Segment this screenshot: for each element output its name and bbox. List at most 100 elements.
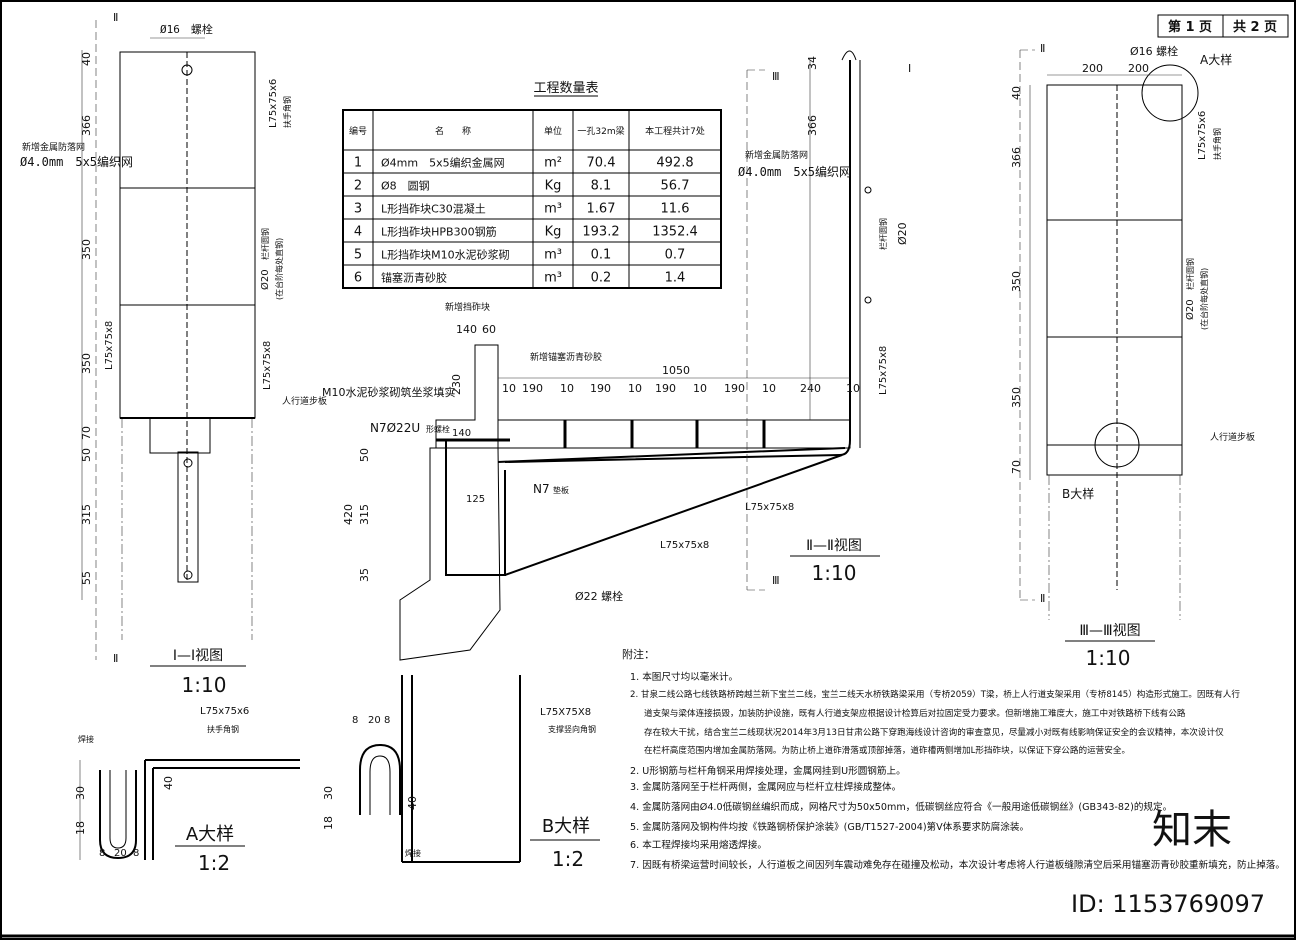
span-dim: 10 bbox=[560, 382, 574, 395]
angle-c-label: L75x75x8 bbox=[660, 540, 709, 551]
angle3-note: 扶手角钢 bbox=[1212, 128, 1222, 160]
rod3-label: 栏杆圆钢 bbox=[1185, 258, 1195, 290]
note-line: 在栏杆高度范围内增加金属防落网。为防止桥上道砟滑落或顶部掉落，道砟槽两侧增加L形… bbox=[644, 744, 1130, 756]
bolt3-label: Ø16 螺栓 bbox=[1130, 44, 1178, 58]
brace-angles bbox=[497, 447, 846, 576]
svg-text:366: 366 bbox=[80, 115, 93, 136]
detail-b: L75X75X8 支撑竖向角钢 焊接 8 20 8 30 18 40 B大样 1… bbox=[322, 675, 600, 871]
detail-b-angle-note: 支撑竖向角钢 bbox=[548, 724, 596, 734]
detail-b-title: B大样 bbox=[542, 816, 590, 837]
rod2-diameter: Ø20 bbox=[896, 222, 909, 245]
table-cell: 0.1 bbox=[591, 248, 612, 263]
mesh-spec: Ø4.0mm 5x5编织网 bbox=[20, 154, 133, 169]
note-line: 2. 甘泉二线公路七线铁路桥跨越兰新下宝兰二线，宝兰二线天水桥铁路梁采用（专桥2… bbox=[630, 688, 1240, 700]
detail-b-angle bbox=[401, 675, 521, 863]
svg-text:315: 315 bbox=[80, 504, 93, 525]
table-cell: L形挡砟块HPB300钢筋 bbox=[381, 225, 497, 239]
bridge-slab bbox=[497, 419, 851, 449]
view1-scale: 1:10 bbox=[182, 673, 227, 697]
table-cell: 4 bbox=[354, 225, 362, 240]
angle1-label: L75x75x6 bbox=[268, 79, 279, 128]
span-dim: 190 bbox=[522, 382, 543, 395]
top-dim-1: 200 bbox=[1082, 62, 1103, 75]
block-label: 新增挡砟块 bbox=[445, 301, 490, 313]
span-total: 1050 bbox=[662, 364, 690, 377]
angle1-note: 扶手角钢 bbox=[282, 96, 292, 128]
detail-a-angle-label: L75x75x6 bbox=[200, 706, 249, 717]
detail-b-u-rod bbox=[359, 743, 401, 815]
table-cell: 2 bbox=[354, 179, 362, 194]
rod-label: 栏杆圆钢 bbox=[260, 228, 270, 260]
rod3-diameter: Ø20 bbox=[1184, 299, 1196, 320]
table-cell: 492.8 bbox=[656, 156, 693, 171]
svg-text:18: 18 bbox=[322, 816, 335, 830]
mesh2-spec: Ø4.0mm 5x5编织网 bbox=[738, 164, 851, 179]
detail-a-angle-note: 扶手角钢 bbox=[207, 724, 239, 734]
svg-text:420: 420 bbox=[342, 504, 355, 525]
detail-a-circle bbox=[1141, 64, 1199, 122]
table-cell: m³ bbox=[544, 248, 562, 263]
svg-text:40: 40 bbox=[1010, 86, 1023, 100]
note-line: 存在较大干扰，结合宝兰二线现状况2014年3月13日甘肃公路下穿跑海线设计咨询的… bbox=[644, 726, 1224, 738]
table-cell: 0.7 bbox=[665, 248, 686, 263]
table-cell: 1352.4 bbox=[652, 225, 698, 240]
table-cell: 8.1 bbox=[591, 179, 612, 194]
cut-mark-2-top: Ⅱ bbox=[1040, 42, 1045, 55]
svg-text:230: 230 bbox=[450, 374, 463, 395]
detail-a-u-rod bbox=[99, 770, 137, 860]
table-cell: 56.7 bbox=[661, 179, 690, 194]
walkway3-label: 人行道步板 bbox=[1210, 431, 1255, 443]
svg-text:30: 30 bbox=[74, 786, 87, 800]
svg-text:140: 140 bbox=[452, 428, 471, 439]
angle3-label: L75x75x8 bbox=[262, 341, 273, 390]
notes: 附注： 1. 本图尺寸均以毫米计。2. 甘泉二线公路七线铁路桥跨越兰新下宝兰二线… bbox=[622, 647, 1285, 871]
table-cell: 锚塞沥青砂胶 bbox=[381, 271, 447, 285]
table-cell: 1 bbox=[354, 156, 362, 171]
span-dim: 190 bbox=[655, 382, 676, 395]
angle3-label-v3: L75x75x6 bbox=[1197, 111, 1208, 160]
span-dim: 190 bbox=[724, 382, 745, 395]
view3-scale: 1:10 bbox=[1086, 646, 1131, 670]
table-cell: 1.67 bbox=[587, 202, 616, 217]
cut-mark-2-bottom: Ⅱ bbox=[1040, 592, 1045, 605]
detail-b-circle bbox=[1094, 422, 1140, 468]
table-cell: 5 bbox=[354, 248, 362, 263]
svg-text:315: 315 bbox=[358, 504, 371, 525]
rod2-label: 栏杆圆钢 bbox=[878, 218, 888, 250]
detail-a-label: A大样 bbox=[1200, 52, 1232, 67]
n7-note: 垫板 bbox=[553, 485, 569, 495]
detail-a-title: A大样 bbox=[186, 824, 234, 845]
svg-text:125: 125 bbox=[466, 494, 485, 505]
table-cell: 11.6 bbox=[661, 202, 690, 217]
svg-text:50: 50 bbox=[80, 448, 93, 462]
svg-text:70: 70 bbox=[1010, 460, 1023, 474]
n7-label: N7 bbox=[533, 482, 550, 496]
view2-scale: 1:10 bbox=[812, 561, 857, 585]
note-line: 3. 金属防落网至于栏杆两侧，金属网应与栏杆立柱焊接成整体。 bbox=[630, 781, 901, 793]
svg-text:34: 34 bbox=[806, 56, 819, 70]
table-cell: m² bbox=[544, 156, 562, 171]
angle2-label: L75x75x8 bbox=[104, 321, 115, 370]
sand-label: 新增锚塞沥青砂胶 bbox=[530, 351, 602, 363]
view-1: Ⅱ Ⅱ Ø16 螺栓 新增金属防落网 Ø4.0mm 5x5编织网 L75x75x… bbox=[20, 11, 327, 697]
note-line: 4. 金属防落网由Ø4.0低碳钢丝编织而成，网格尺寸为50x50mm，低碳钢丝应… bbox=[630, 801, 1172, 813]
detail-a-scale: 1:2 bbox=[198, 851, 230, 875]
view1-title: Ⅰ—Ⅰ视图 bbox=[173, 648, 223, 664]
view1-dims: 40 366 350 350 70 50 315 55 bbox=[80, 52, 93, 585]
top-dim-2: 200 bbox=[1128, 62, 1149, 75]
bolt-head bbox=[181, 64, 193, 76]
table-header-cell: 名 称 bbox=[435, 125, 471, 137]
rod-note: (在台阶每处直钢) bbox=[274, 238, 284, 300]
table-cell: 1.4 bbox=[665, 271, 686, 286]
svg-text:40: 40 bbox=[80, 52, 93, 66]
detail-b-scale: 1:2 bbox=[552, 847, 584, 871]
span-dim: 240 bbox=[800, 382, 821, 395]
mesh-panel-3 bbox=[1046, 84, 1183, 476]
detail-a-weld: 焊接 bbox=[78, 734, 94, 744]
sand-fill-marks bbox=[563, 420, 766, 448]
table-cell: 6 bbox=[354, 271, 362, 286]
table-title: 工程数量表 bbox=[533, 81, 598, 96]
bolt-label: Ø16 螺栓 bbox=[160, 22, 213, 36]
svg-text:20: 20 bbox=[114, 848, 127, 859]
